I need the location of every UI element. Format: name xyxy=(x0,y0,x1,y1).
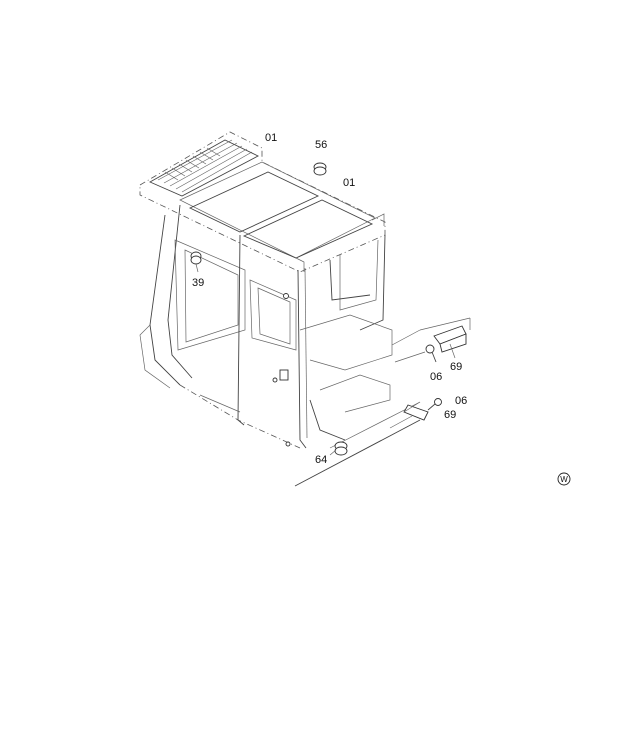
part-69-bracket-lower xyxy=(403,401,429,421)
label-part-06-lower: 06 xyxy=(455,395,467,407)
leader-lines xyxy=(329,343,456,456)
label-part-56: 56 xyxy=(315,139,327,151)
roof-vent-grille xyxy=(148,139,259,197)
corner-mark-text: W xyxy=(560,475,568,484)
label-part-01-top: 01 xyxy=(265,132,277,144)
label-part-39: 39 xyxy=(192,277,204,289)
part-06-bolt-upper xyxy=(425,344,437,363)
part-64-nut xyxy=(334,441,348,456)
part-69-bracket-upper xyxy=(391,317,471,353)
label-part-06-upper: 06 xyxy=(430,371,442,383)
corner-mark-w-icon: W xyxy=(557,472,571,486)
part-56-grommet xyxy=(313,162,327,176)
label-part-69-lower: 69 xyxy=(444,409,456,421)
part-06-bolt-lower xyxy=(427,398,442,411)
part-39-nut xyxy=(190,251,202,273)
label-part-69-upper: 69 xyxy=(450,361,462,373)
label-part-64: 64 xyxy=(315,454,327,466)
label-part-01-right: 01 xyxy=(343,177,355,189)
cab-frame xyxy=(139,131,421,487)
